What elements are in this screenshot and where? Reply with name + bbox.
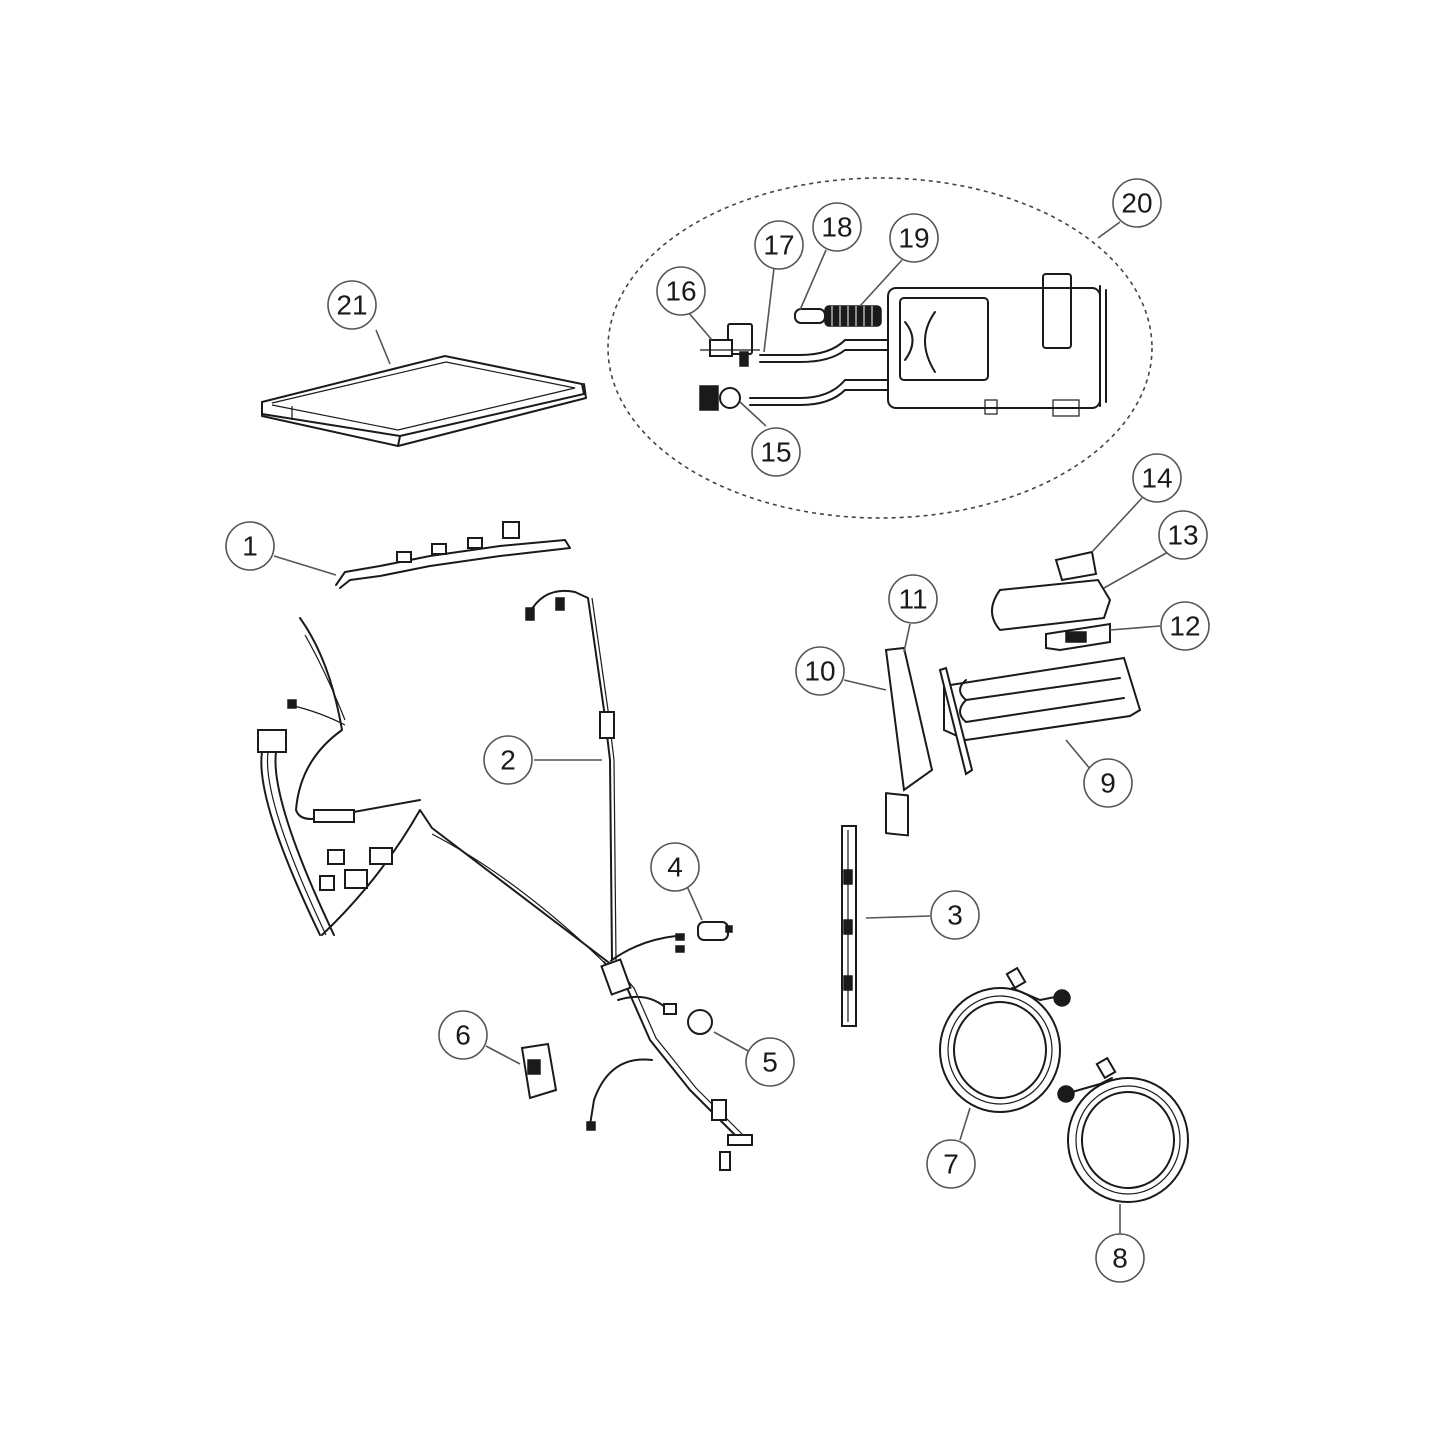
callout-label: 20 (1121, 188, 1152, 219)
callout-12[interactable]: 12 (1160, 601, 1210, 651)
callout-20[interactable]: 20 (1112, 178, 1162, 228)
detergent-drawer (938, 656, 1142, 776)
callout-label: 7 (943, 1149, 959, 1180)
callout-label: 21 (336, 290, 367, 321)
callout-19[interactable]: 19 (889, 213, 939, 263)
pressure-sensor (663, 1003, 713, 1035)
callout-7[interactable]: 7 (926, 1139, 976, 1189)
callout-label: 13 (1167, 520, 1198, 551)
callout-label: 4 (667, 852, 683, 883)
callout-label: 15 (760, 437, 791, 468)
callout-3[interactable]: 3 (930, 890, 980, 940)
callout-18[interactable]: 18 (812, 202, 862, 252)
callout-label: 3 (947, 900, 963, 931)
dispenser-assembly-group (607, 177, 1153, 519)
callout-4[interactable]: 4 (650, 842, 700, 892)
callout-8[interactable]: 8 (1095, 1233, 1145, 1283)
inlet-hose-a (939, 966, 1071, 1113)
callout-label: 8 (1112, 1243, 1128, 1274)
softener-siphon-cap (1045, 622, 1111, 652)
drawer-insert (991, 578, 1112, 632)
siphon-cap (1054, 550, 1098, 582)
callout-label: 17 (763, 230, 794, 261)
callout-label: 14 (1141, 463, 1172, 494)
callout-label: 11 (898, 584, 927, 615)
leader-lines (273, 221, 1169, 1234)
callout-9[interactable]: 9 (1083, 758, 1133, 808)
callout-2[interactable]: 2 (483, 735, 533, 785)
callout-10[interactable]: 10 (795, 646, 845, 696)
callout-13[interactable]: 13 (1158, 510, 1208, 560)
callout-label: 18 (821, 212, 852, 243)
callout-label: 5 (762, 1047, 778, 1078)
filter-capacitor (675, 921, 733, 953)
callout-5[interactable]: 5 (745, 1037, 795, 1087)
callout-label: 6 (455, 1020, 471, 1051)
inlet-hose-b (1057, 1056, 1189, 1203)
callout-label: 10 (804, 656, 835, 687)
callout-14[interactable]: 14 (1132, 453, 1182, 503)
callout-label: 19 (898, 223, 929, 254)
callout-label: 9 (1100, 768, 1116, 799)
callout-6[interactable]: 6 (438, 1010, 488, 1060)
callout-label: 1 (242, 531, 258, 562)
drawer-front-panel (884, 646, 934, 837)
main-wiring-harness (257, 590, 753, 1171)
callout-16[interactable]: 16 (656, 266, 706, 316)
vertical-bracket-strip (841, 825, 857, 1027)
door-lock-switch (520, 1042, 558, 1100)
callout-17[interactable]: 17 (754, 220, 804, 270)
callout-label: 16 (665, 276, 696, 307)
callout-21[interactable]: 21 (327, 280, 377, 330)
top-cover-panel (261, 354, 587, 447)
callout-label: 2 (500, 745, 516, 776)
callout-11[interactable]: 11 (888, 574, 938, 624)
control-board-harness-strip (335, 521, 571, 589)
callout-1[interactable]: 1 (225, 521, 275, 571)
callout-label: 12 (1169, 611, 1200, 642)
callout-15[interactable]: 15 (751, 427, 801, 477)
